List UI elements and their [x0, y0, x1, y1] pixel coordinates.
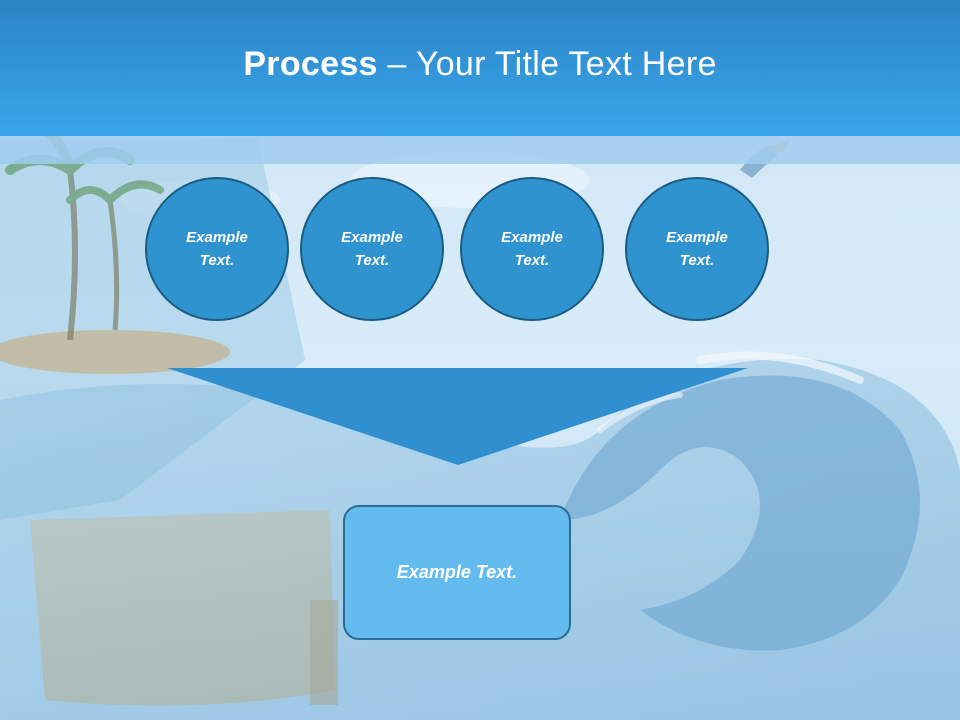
- process-step-circle[interactable]: Example Text.: [625, 177, 769, 321]
- process-step-circle[interactable]: Example Text.: [145, 177, 289, 321]
- slide-title: Process – Your Title Text Here: [243, 45, 716, 84]
- header-accent-strip: [0, 136, 960, 164]
- process-step-text: Example Text.: [666, 229, 728, 269]
- process-step-text: Example Text.: [501, 229, 563, 269]
- island-icon: [0, 330, 230, 374]
- process-step-text: Example Text.: [186, 229, 248, 269]
- process-step-circle[interactable]: Example Text.: [460, 177, 604, 321]
- result-box[interactable]: Example Text.: [343, 505, 571, 640]
- title-rest-part: – Your Title Text Here: [377, 44, 717, 83]
- process-step-circle[interactable]: Example Text.: [300, 177, 444, 321]
- process-step-text: Example Text.: [341, 229, 403, 269]
- title-bar: Process – Your Title Text Here: [0, 0, 960, 136]
- title-bold-part: Process: [243, 44, 378, 83]
- result-text: Example Text.: [396, 562, 518, 582]
